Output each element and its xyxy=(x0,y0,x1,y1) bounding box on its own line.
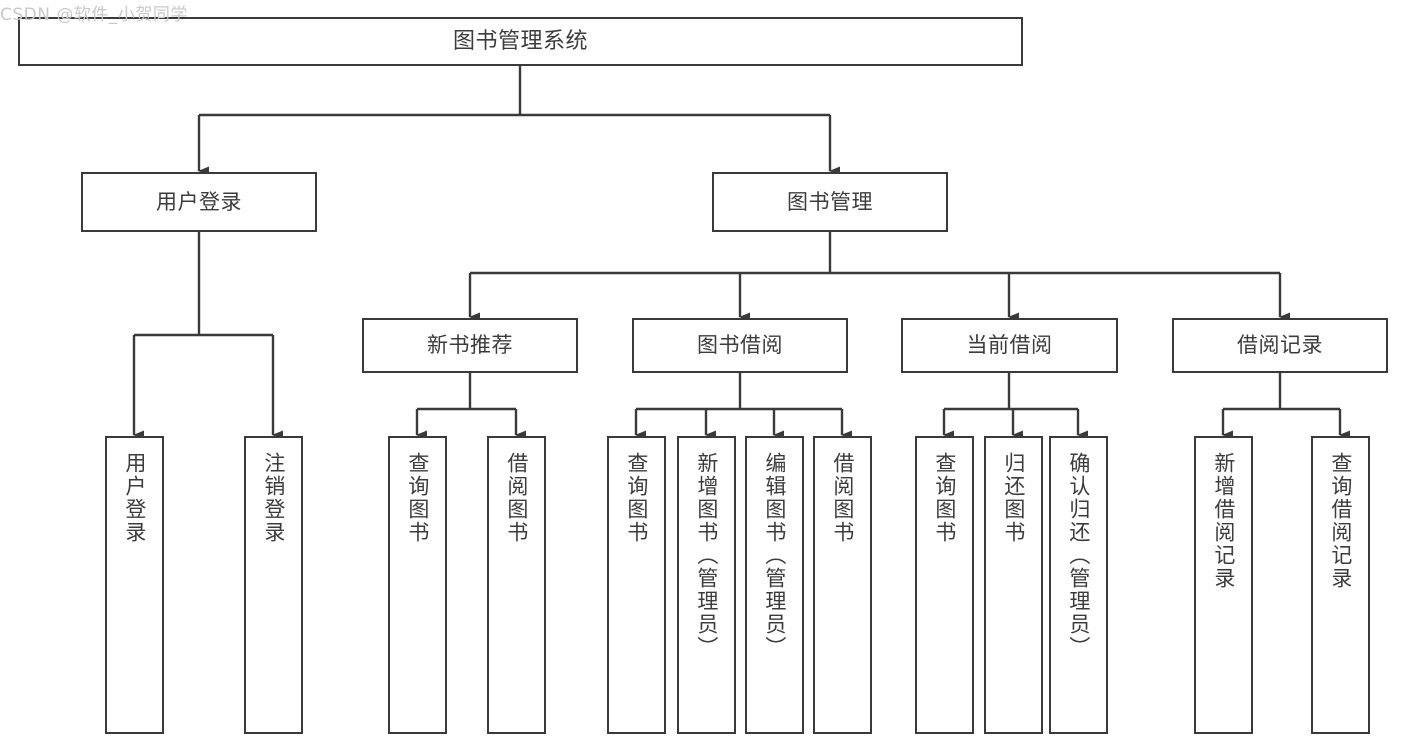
node-label: 用户登录 xyxy=(122,452,147,544)
node-label: 借阅记录 xyxy=(1237,333,1323,358)
node-label: 归还图书 xyxy=(1001,452,1026,544)
node-label: 图书管理系统 xyxy=(452,28,588,54)
node-label: 图书借阅 xyxy=(697,333,783,358)
node-label: 查询图书 xyxy=(932,452,957,544)
node-label: 编辑图书（管理员） xyxy=(762,452,787,659)
connector-group xyxy=(132,66,1350,440)
node-leaf-借阅图书-7: 借阅图书 xyxy=(813,436,872,734)
node-leaf-用户登录-0: 用户登录 xyxy=(105,436,164,734)
node-label: 新增图书（管理员） xyxy=(694,452,719,659)
node-label: 用户登录 xyxy=(156,189,242,214)
node-level3-借阅记录-3: 借阅记录 xyxy=(1172,318,1388,373)
node-leaf-新增借阅记录-11: 新增借阅记录 xyxy=(1194,436,1253,734)
node-leaf-查询图书-4: 查询图书 xyxy=(607,436,666,734)
node-leaf-查询借阅记录-12: 查询借阅记录 xyxy=(1311,436,1370,734)
node-leaf-注销登录-1: 注销登录 xyxy=(244,436,303,734)
node-level2-图书管理-1: 图书管理 xyxy=(712,172,948,232)
node-leaf-确认归还管理员-10: 确认归还（管理员） xyxy=(1049,436,1108,734)
node-label: 新增借阅记录 xyxy=(1211,452,1236,590)
node-level2-用户登录-0: 用户登录 xyxy=(81,172,317,232)
node-leaf-归还图书-9: 归还图书 xyxy=(984,436,1043,734)
node-leaf-查询图书-2: 查询图书 xyxy=(388,436,447,734)
node-level3-当前借阅-2: 当前借阅 xyxy=(901,318,1118,373)
node-label: 确认归还（管理员） xyxy=(1066,452,1091,659)
node-label: 借阅图书 xyxy=(830,452,855,544)
node-label: 图书管理 xyxy=(787,189,873,214)
node-label: 借阅图书 xyxy=(504,452,529,544)
node-leaf-借阅图书-3: 借阅图书 xyxy=(487,436,546,734)
node-level3-新书推荐-0: 新书推荐 xyxy=(362,318,578,373)
node-label: 当前借阅 xyxy=(966,333,1053,358)
node-label: 查询图书 xyxy=(405,452,430,544)
node-leaf-查询图书-8: 查询图书 xyxy=(915,436,974,734)
node-label: 注销登录 xyxy=(261,452,286,544)
node-level3-图书借阅-1: 图书借阅 xyxy=(632,318,848,373)
node-leaf-新增图书管理员-5: 新增图书（管理员） xyxy=(677,436,736,734)
node-root-图书管理系统: 图书管理系统 xyxy=(18,17,1023,66)
node-leaf-编辑图书管理员-6: 编辑图书（管理员） xyxy=(745,436,804,734)
node-label: 新书推荐 xyxy=(427,333,513,358)
node-label: 查询借阅记录 xyxy=(1328,452,1353,590)
node-label: 查询图书 xyxy=(624,452,649,544)
